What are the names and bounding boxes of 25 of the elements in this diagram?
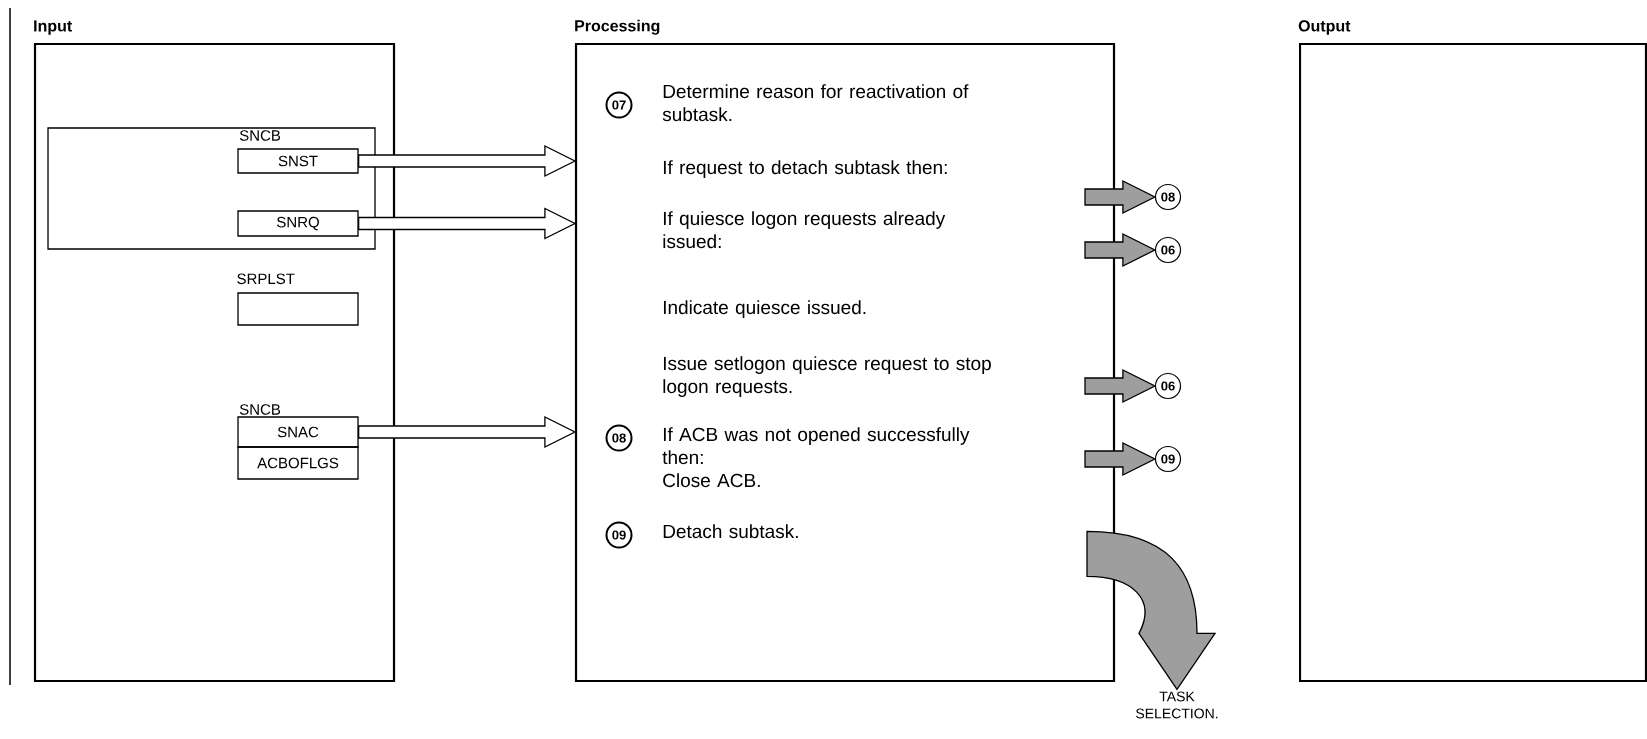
step-text: If request to detach subtask then:	[663, 160, 947, 178]
node-label: Input	[34, 20, 73, 35]
hollow-arrow	[358, 207, 577, 240]
shaded-arrow	[1084, 368, 1157, 404]
hollow-arrow	[358, 144, 577, 178]
field-box: ACBOFLGS	[237, 446, 359, 480]
curved-arrow	[1086, 530, 1216, 690]
field-box: SNST	[237, 148, 359, 174]
field-box: SNRQ	[237, 210, 359, 237]
field-box: SRPLST	[237, 273, 359, 326]
shaded-arrow	[1084, 232, 1157, 268]
node-label: SNCB	[239, 404, 281, 415]
panel-box: Output	[1298, 20, 1647, 683]
shaded-arrow	[1084, 179, 1157, 215]
field-box: SNCB SNAC	[237, 404, 359, 448]
step-text: If ACB was not opened successfully then:	[662, 427, 970, 465]
shaded-arrow	[1084, 441, 1157, 477]
node-label: Output	[1298, 20, 1351, 35]
connector-text: TASK SELECTION.	[1136, 691, 1218, 719]
node-label: Processing	[575, 19, 660, 35]
step-text: Indicate quiesce issued.	[663, 300, 866, 318]
step-text: Close ACB.	[663, 473, 760, 488]
node-label: SRPLST	[237, 273, 295, 285]
step-text: If quiesce logon requests already issued:	[663, 211, 946, 249]
hollow-arrow	[358, 415, 577, 449]
